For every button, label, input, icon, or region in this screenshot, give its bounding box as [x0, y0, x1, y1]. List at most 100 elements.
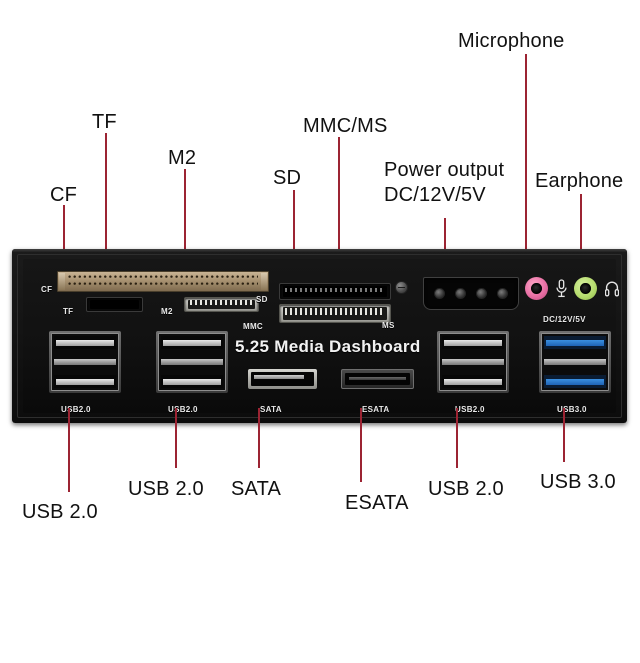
top-callout-label: Earphone	[535, 170, 624, 192]
usb-mid-tongue-bottom	[163, 379, 221, 385]
bottom-callout-leader-line	[360, 408, 362, 482]
silkscreen-label: SD	[256, 295, 268, 304]
cf-slot-left-key	[59, 273, 65, 290]
usb3-port-top[interactable]	[544, 336, 606, 349]
usb-2-0-port-left[interactable]	[49, 331, 121, 393]
usb3-shield	[541, 333, 609, 391]
top-callout-leader-line	[63, 205, 65, 290]
usb-mid-shield	[158, 333, 226, 391]
cf-pin-row-top	[68, 275, 258, 281]
m2-slot-contacts	[190, 300, 253, 305]
usb-right-divider	[442, 359, 504, 365]
usb-mid-port-bottom[interactable]	[161, 375, 223, 388]
usb-mid-port-top[interactable]	[161, 336, 223, 349]
usb-left-tongue-bottom	[56, 379, 114, 385]
media-dashboard-panel: 5.25 Media Dashboard	[12, 249, 627, 423]
top-callout-leader-line	[105, 133, 107, 306]
microphone-jack-hole	[531, 283, 542, 294]
top-callout-leader-line	[184, 169, 186, 306]
silkscreen-label: USB2.0	[455, 405, 485, 414]
top-callout-label: Microphone	[458, 30, 565, 52]
cf-slot-right-key	[261, 273, 267, 290]
bottom-callout-label: USB 2.0	[22, 501, 98, 523]
silkscreen-label: CF	[41, 285, 53, 294]
usb3-divider	[544, 359, 606, 365]
sata-port-inner	[251, 372, 314, 386]
silkscreen-label: DC/12V/5V	[543, 315, 586, 324]
silkscreen-label: USB2.0	[168, 405, 198, 414]
power-pin-3	[476, 288, 487, 299]
top-callout-label: MMC/MS	[303, 115, 388, 137]
silkscreen-label: TF	[63, 307, 74, 316]
silkscreen-label: SATA	[260, 405, 282, 414]
usb-left-port-bottom[interactable]	[54, 375, 116, 388]
usb3-tongue-bottom	[546, 379, 604, 385]
sd-card-slot[interactable]	[279, 283, 391, 300]
silkscreen-label: ESATA	[362, 405, 390, 414]
silkscreen-label: USB3.0	[557, 405, 587, 414]
power-output-connector[interactable]	[423, 277, 519, 310]
usb-right-tongue-bottom	[444, 379, 502, 385]
top-callout-leader-line	[444, 218, 446, 270]
usb-right-shield	[439, 333, 507, 391]
bottom-callout-label: USB 2.0	[128, 478, 204, 500]
esata-port-inner	[345, 373, 410, 385]
power-pin-4	[497, 288, 508, 299]
microphone-icon	[556, 279, 567, 298]
bottom-callout-leader-line	[456, 408, 458, 468]
usb-2-0-port-middle[interactable]	[156, 331, 228, 393]
bottom-callout-leader-line	[258, 408, 260, 468]
top-callout-leader-line	[293, 190, 295, 288]
usb-mid-divider	[161, 359, 223, 365]
silkscreen-label: MS	[382, 321, 395, 330]
tf-microsd-slot[interactable]	[86, 297, 143, 312]
bottom-callout-label: ESATA	[345, 492, 409, 514]
cf-pin-row-bottom	[68, 282, 258, 288]
usb-left-divider	[54, 359, 116, 365]
top-callout-label: Power output DC/12V/5V	[384, 159, 505, 206]
bottom-callout-leader-line	[175, 408, 177, 468]
earphone-jack[interactable]	[574, 277, 597, 300]
m2-memory-stick-slot[interactable]	[184, 297, 259, 312]
bottom-callout-leader-line	[68, 408, 70, 492]
mmc-ms-card-slot[interactable]	[279, 304, 391, 323]
mmc-ms-slot-contacts	[285, 308, 385, 315]
usb-right-port-bottom[interactable]	[442, 375, 504, 388]
earphone-jack-hole	[580, 283, 591, 294]
microphone-jack[interactable]	[525, 277, 548, 300]
usb-right-tongue-top	[444, 340, 502, 346]
top-callout-leader-line	[525, 54, 527, 272]
silkscreen-label: USB2.0	[61, 405, 91, 414]
sd-slot-contacts	[285, 288, 385, 292]
sata-port[interactable]	[248, 369, 317, 389]
usb3-port-bottom[interactable]	[544, 375, 606, 388]
bottom-callout-label: USB 3.0	[540, 471, 616, 493]
bottom-callout-leader-line	[563, 408, 565, 462]
panel-screw	[395, 281, 408, 294]
power-pin-1	[434, 288, 445, 299]
usb-3-0-port[interactable]	[539, 331, 611, 393]
bottom-callout-label: USB 2.0	[428, 478, 504, 500]
usb-left-port-top[interactable]	[54, 336, 116, 349]
top-callout-leader-line	[580, 194, 582, 270]
top-callout-label: TF	[92, 111, 117, 133]
power-pin-2	[455, 288, 466, 299]
panel-brand-text: 5.25 Media Dashboard	[235, 337, 421, 356]
usb-mid-tongue-top	[163, 340, 221, 346]
usb-2-0-port-right[interactable]	[437, 331, 509, 393]
esata-port[interactable]	[341, 369, 414, 389]
headphone-icon	[605, 281, 619, 297]
top-callout-leader-line	[338, 137, 340, 310]
usb3-tongue-top	[546, 340, 604, 346]
top-callout-label: M2	[168, 147, 197, 169]
compact-flash-slot[interactable]	[57, 271, 269, 292]
panel-inner-face: 5.25 Media Dashboard	[23, 259, 619, 414]
bottom-callout-label: SATA	[231, 478, 282, 500]
usb-right-port-top[interactable]	[442, 336, 504, 349]
tf-slot-mouth	[90, 300, 139, 309]
top-callout-label: SD	[273, 167, 302, 189]
silkscreen-label: MMC	[243, 322, 264, 331]
usb-left-shield	[51, 333, 119, 391]
top-callout-label: CF	[50, 184, 78, 206]
